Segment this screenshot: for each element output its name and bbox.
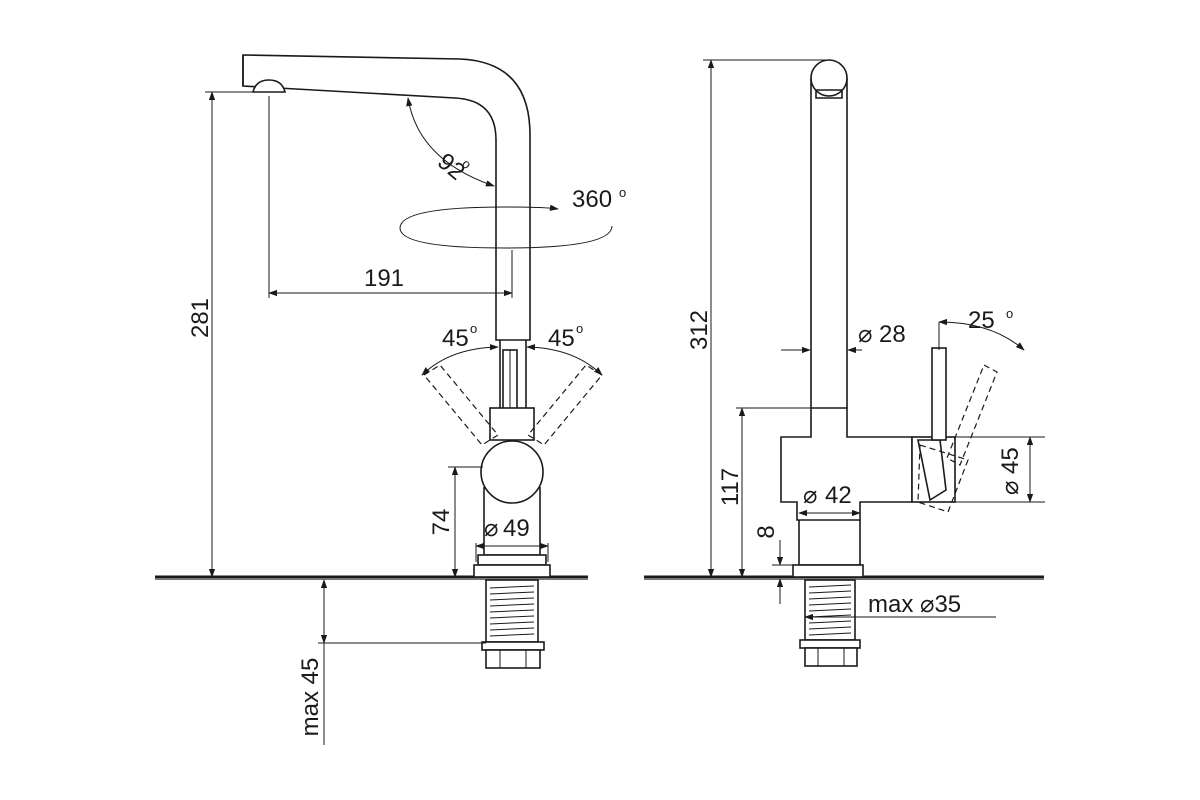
- lever-side: [931, 347, 947, 441]
- nut: [804, 647, 858, 667]
- base-diameter-value: 42: [825, 482, 852, 509]
- svg-text:o: o: [576, 321, 583, 336]
- thread-lines: [489, 585, 535, 637]
- countertop-underside: [644, 578, 1044, 580]
- side-body-height-value: 117: [717, 468, 744, 506]
- lever-angle-right-value: 45: [548, 325, 575, 352]
- svg-text:⌀: ⌀: [803, 482, 817, 509]
- front-height-value: 281: [187, 298, 214, 338]
- spout-diameter-value: 28: [879, 321, 906, 348]
- svg-text:⌀: ⌀: [858, 321, 872, 348]
- thread-diameter-value: max ⌀35: [868, 591, 961, 618]
- svg-text:o: o: [1006, 306, 1013, 321]
- handle-side: [911, 436, 956, 503]
- aerator: [251, 79, 287, 93]
- side-lever-angle-value: 25: [968, 307, 995, 334]
- svg-text:o: o: [619, 185, 626, 200]
- rotation-value: 360: [572, 186, 612, 213]
- countertop-underside: [155, 578, 588, 580]
- svg-text:⌀: ⌀: [997, 481, 1024, 495]
- base-height-value: 8: [753, 525, 780, 538]
- svg-text:o: o: [470, 321, 477, 336]
- spout-tube-side: [810, 78, 848, 408]
- side-view: 312 ⌀ 28 25 o 117 ⌀ 45 ⌀ 42 8 max ⌀35: [644, 59, 1045, 667]
- nut: [485, 649, 541, 669]
- svg-text:⌀: ⌀: [484, 515, 498, 542]
- thread-lines: [808, 584, 852, 636]
- front-body-diameter-value: 49: [503, 515, 530, 542]
- underside-length-value: max 45: [297, 658, 324, 737]
- rotation-arrow: [399, 204, 613, 249]
- body-ball: [480, 440, 544, 504]
- handle-diameter-value: 45: [997, 447, 1024, 474]
- spout-outline: [242, 54, 531, 341]
- side-height-value: 312: [686, 310, 713, 350]
- front-view: 281 191 92 o 360 o 45 o 45 o 74 ⌀ 49: [155, 54, 626, 745]
- front-body-height-value: 74: [428, 509, 455, 536]
- lever-angle-left-value: 45: [442, 325, 469, 352]
- front-reach-value: 191: [364, 265, 404, 292]
